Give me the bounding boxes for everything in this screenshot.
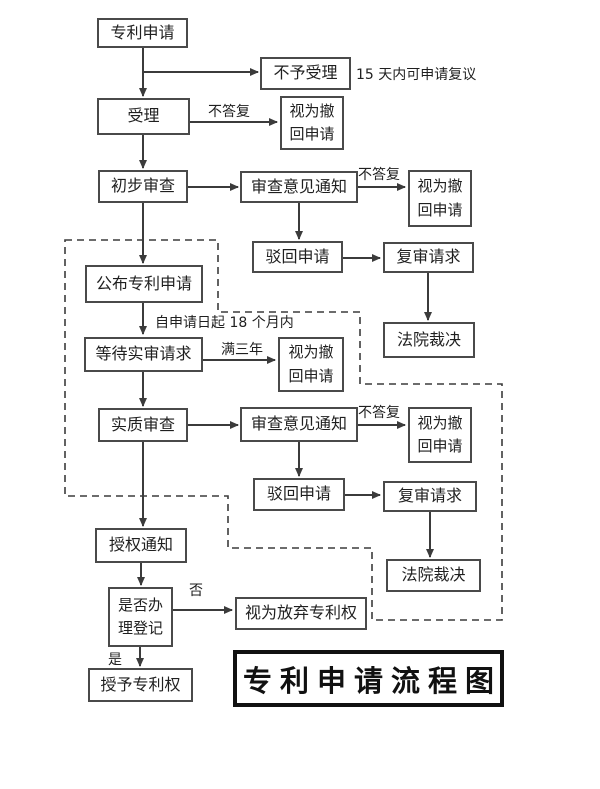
edge-label-no-reply-1: 不答复: [208, 104, 250, 120]
node-reject-application-2: 驳回申请: [253, 478, 345, 511]
node-court-ruling-1: 法院裁决: [383, 322, 475, 358]
edge-label-after-three-years: 满三年: [221, 342, 263, 358]
node-registration-decision: 是否办理登记: [108, 587, 173, 647]
node-acceptance: 受理: [97, 98, 190, 135]
node-patent-application: 专利申请: [97, 18, 188, 48]
node-preliminary-exam: 初步审查: [98, 170, 188, 203]
node-deemed-withdrawal-4: 视为撤回申请: [408, 407, 472, 463]
node-exam-opinion-notice-1: 审查意见通知: [240, 171, 358, 203]
node-reject-application-1: 驳回申请: [252, 241, 343, 273]
dashed-boundary: [64, 239, 503, 621]
node-deemed-abandonment: 视为放弃专利权: [235, 597, 367, 630]
node-deemed-withdrawal-1: 视为撤回申请: [280, 96, 344, 150]
edge-label-yes: 是: [108, 652, 122, 668]
node-court-ruling-2: 法院裁决: [386, 559, 481, 592]
node-await-substantive-request: 等待实审请求: [84, 337, 203, 372]
node-deemed-withdrawal-2: 视为撤回申请: [408, 170, 472, 227]
edge-label-no-reply-2: 不答复: [358, 167, 400, 183]
node-grant-notice: 授权通知: [95, 528, 187, 563]
node-reexam-request-2: 复审请求: [383, 481, 477, 512]
node-exam-opinion-notice-2: 审查意见通知: [240, 407, 358, 442]
edge-label-no: 否: [189, 583, 203, 599]
connector-lines: [136, 48, 434, 667]
edge-label-no-reply-3: 不答复: [358, 405, 400, 421]
node-substantive-exam: 实质审查: [98, 408, 188, 442]
edge-label-within-18-months: 自申请日起 18 个月内: [155, 315, 294, 331]
edge-label-reconsideration-note: 15 天内可申请复议: [356, 67, 477, 83]
node-grant-patent-right: 授予专利权: [88, 668, 193, 702]
node-reexam-request-1: 复审请求: [383, 242, 474, 273]
node-deemed-withdrawal-3: 视为撤回申请: [278, 337, 344, 392]
node-not-accepted: 不予受理: [260, 57, 351, 90]
title-box: 专利申请流程图: [233, 650, 504, 707]
node-publish-application: 公布专利申请: [85, 265, 203, 303]
